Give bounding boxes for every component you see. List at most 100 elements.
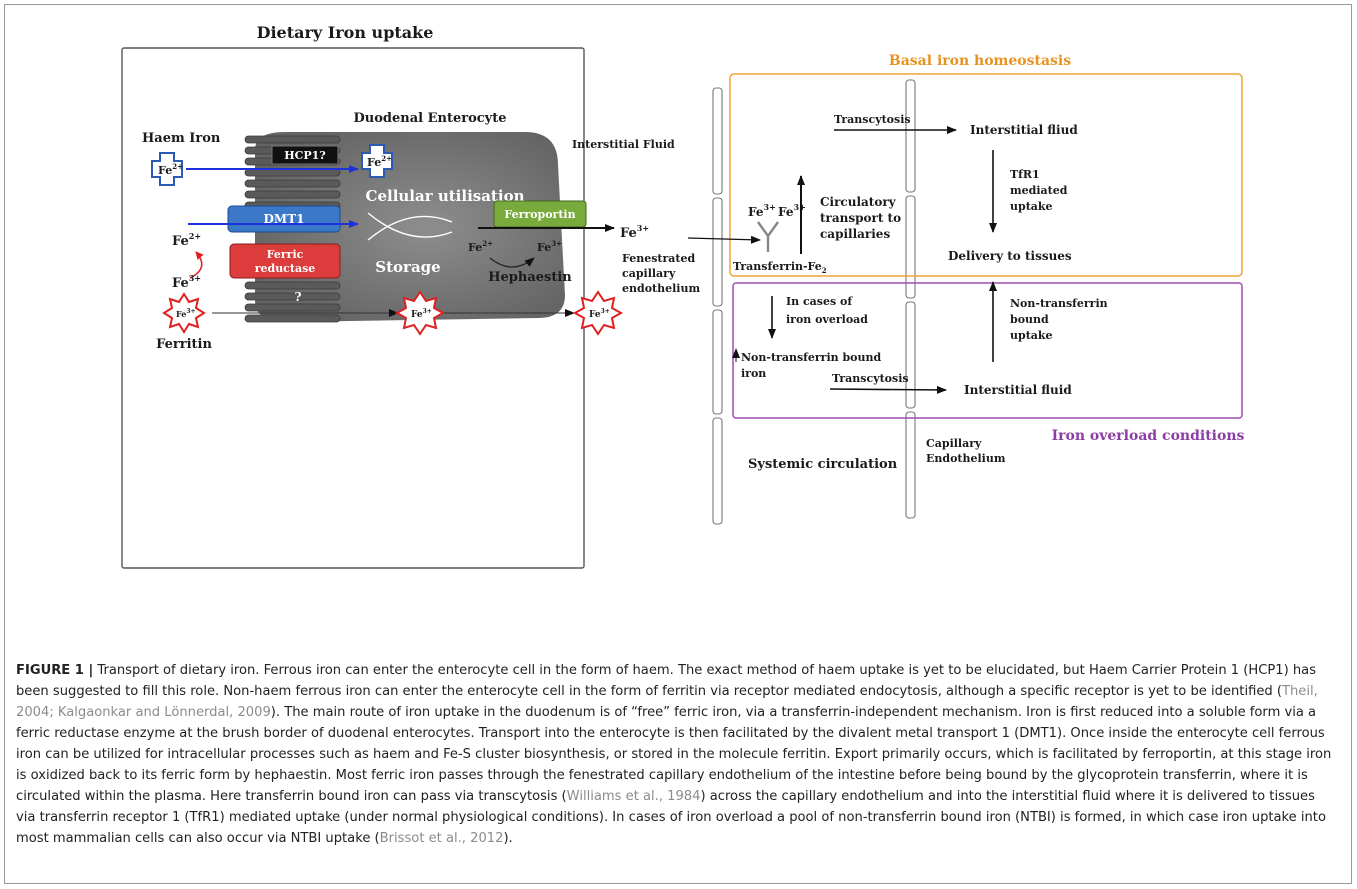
hcp1-transporter xyxy=(271,145,339,165)
divergence-curve-lower xyxy=(367,212,453,238)
ferritin-star-icon xyxy=(162,292,206,334)
circulatory-line2: transport to xyxy=(820,211,901,225)
diagram-title: Dietary Iron uptake xyxy=(257,23,434,42)
capillary-endothelium-wall xyxy=(905,79,916,519)
tfr1-line1: TfR1 xyxy=(1010,168,1040,181)
ferritin-label: Ferritin xyxy=(156,337,212,352)
tfr1-line2: mediated xyxy=(1010,184,1068,197)
transferrin-icon xyxy=(757,221,779,252)
ntb-line2: bound xyxy=(1010,313,1049,326)
circulatory-line3: capillaries xyxy=(820,227,890,241)
hephaestin-fe3-charge: 3+ xyxy=(551,239,562,248)
tf-fe-b-charge: 3+ xyxy=(794,202,806,212)
svg-text:Fe3+: Fe3+ xyxy=(620,223,649,241)
basal-title: Basal iron homeostasis xyxy=(889,53,1071,69)
caption-ref-3[interactable]: Brissot et al., 2012 xyxy=(379,831,504,846)
svg-text:Fe2+: Fe2+ xyxy=(158,162,183,177)
hephaestin-fe2-text: Fe xyxy=(468,241,482,254)
caption-ref-2[interactable]: Williams et al., 1984 xyxy=(566,789,701,804)
svg-text:Transferrin-Fe2: Transferrin-Fe2 xyxy=(733,260,827,275)
transcytosis-bottom-label: Transcytosis xyxy=(832,372,909,385)
overload-line2: iron overload xyxy=(786,313,868,326)
transcytosis-bottom-arrow xyxy=(829,385,947,394)
fenestrated-line2: capillary xyxy=(622,267,676,280)
svg-text:Fe3+: Fe3+ xyxy=(589,308,610,320)
iron-transport-diagram: Dietary Iron uptake Duodenal Enterocyte … xyxy=(121,23,1245,569)
fenestrated-wall xyxy=(712,87,723,525)
systemic-circulation-label: Systemic circulation xyxy=(748,457,898,472)
haem-fe-charge: 2+ xyxy=(172,162,183,171)
tf-fe-b-text: Fe xyxy=(778,205,794,219)
overload-title: Iron overload conditions xyxy=(1052,428,1245,444)
svg-text:Fe3+: Fe3+ xyxy=(778,202,806,219)
ferric-reductase-line1: Ferric xyxy=(267,248,304,261)
dmt1-transporter xyxy=(227,205,341,233)
ferritin-inside-fe-charge: 3+ xyxy=(423,308,432,315)
haem-cross-icon xyxy=(151,152,183,186)
ferritin-star-outside-icon xyxy=(572,290,624,336)
hephaestin-fe2-charge: 2+ xyxy=(482,239,493,248)
circulatory-line1: Circulatory xyxy=(820,195,897,209)
caption-ref-1[interactable]: Theil, 2004; Kalgaonkar and Lönnerdal, 2… xyxy=(16,684,1318,720)
fenestrated-line3: endothelium xyxy=(622,282,700,295)
transferrin-sub: 2 xyxy=(822,266,827,275)
ferritin-fe-charge: 3+ xyxy=(186,308,195,315)
exported-fe-text: Fe xyxy=(620,226,637,241)
hephaestin-fe3-text: Fe xyxy=(537,241,551,254)
figure-frame xyxy=(4,4,1352,884)
overload-line1: In cases of xyxy=(786,295,853,308)
fe3-outside-charge: 3+ xyxy=(189,273,201,283)
haem-fe-text: Fe xyxy=(158,164,172,177)
tf-fe-a-text: Fe xyxy=(748,205,764,219)
enterocyte-label: Duodenal Enterocyte xyxy=(354,111,507,126)
svg-text:Fe3+: Fe3+ xyxy=(176,308,196,319)
caption-text-1: Transport of dietary iron. Ferrous iron … xyxy=(16,663,1317,699)
ferric-reductase-line2: reductase xyxy=(255,262,316,275)
fe3-outside-text: Fe xyxy=(172,276,189,291)
transcytosis-top-label: Transcytosis xyxy=(834,113,911,126)
tfr1-line3: uptake xyxy=(1010,200,1053,213)
ntb-line1: Non-transferrin xyxy=(1010,297,1108,310)
haem-cross-inside-icon xyxy=(361,144,393,178)
basal-homeostasis-box xyxy=(729,73,1243,277)
delivery-label: Delivery to tissues xyxy=(948,249,1072,263)
cellular-utilisation-label: Cellular utilisation xyxy=(366,187,525,205)
storage-label: Storage xyxy=(375,258,440,276)
figure-caption: FIGURE 1 | Transport of dietary iron. Fe… xyxy=(16,660,1334,849)
svg-text:Fe3+: Fe3+ xyxy=(748,202,776,219)
inside-fe-text: Fe xyxy=(367,156,381,169)
svg-text:Fe3+: Fe3+ xyxy=(537,239,562,254)
capillary-endothelium-line1: Capillary xyxy=(926,437,982,450)
svg-text:Fe2+: Fe2+ xyxy=(468,239,493,254)
ferritin-outside-fe-charge: 3+ xyxy=(601,308,610,315)
interstitial-fluid-bottom-label: Interstitial fluid xyxy=(964,383,1072,397)
interstitial-fluid-top-label: Interstitial Fluid xyxy=(572,138,675,151)
ferritin-outside-fe-text: Fe xyxy=(589,310,601,320)
inside-fe-charge: 2+ xyxy=(381,154,392,163)
oxidation-curved-arrow xyxy=(489,257,535,268)
fe2-outside-text: Fe xyxy=(172,234,189,249)
ntb-line3: uptake xyxy=(1010,329,1053,342)
ferric-reductase xyxy=(229,243,341,279)
dmt1-label: DMT1 xyxy=(264,212,305,226)
ferritin-inside-fe-text: Fe xyxy=(411,310,423,320)
ferritin-fe-text: Fe xyxy=(176,309,186,319)
hcp1-label: HCP1? xyxy=(284,149,326,162)
tf-fe-a-charge: 3+ xyxy=(764,202,776,212)
divergence-curve-upper xyxy=(367,215,453,241)
interstitial-fliud-label: Interstitial fliud xyxy=(970,123,1078,137)
fe2-outside-charge: 2+ xyxy=(189,231,201,241)
ntbi-line2: iron xyxy=(741,367,766,380)
caption-text-3: ) across the capillary endothelium and i… xyxy=(16,789,1326,846)
transferrin-label: Transferrin-Fe xyxy=(733,260,822,273)
svg-text:Fe2+: Fe2+ xyxy=(172,231,201,249)
to-transferrin-arrow xyxy=(687,235,761,244)
unknown-receptor-label: ? xyxy=(294,290,301,304)
haem-iron-label: Haem Iron xyxy=(142,131,221,146)
hephaestin-label: Hephaestin xyxy=(488,270,572,285)
svg-text:Fe3+: Fe3+ xyxy=(411,308,432,320)
reduction-curved-arrow xyxy=(189,251,204,279)
svg-text:Fe2+: Fe2+ xyxy=(367,154,392,169)
capillary-endothelium-line2: Endothelium xyxy=(926,452,1006,465)
ferroportin-label: Ferroportin xyxy=(504,208,575,221)
